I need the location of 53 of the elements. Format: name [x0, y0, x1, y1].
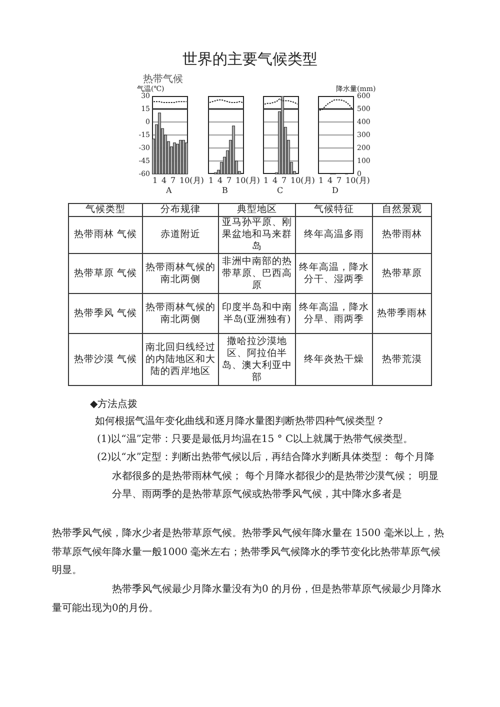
axis-tick-label: 7 — [336, 177, 342, 185]
axis-tick-label: 4 — [162, 177, 167, 185]
table-cell: 亚马孙平原、刚果盆地和马来群岛 — [218, 216, 296, 254]
table-cell: 热带雨林气候的南北两侧 — [142, 254, 218, 294]
paragraph: 热带季风气候最少月降水量没有为0 的月份，但是热带草原气候最少月降水量可能出现为0的月份。 — [52, 582, 443, 616]
table-cell: 撒哈拉沙漠地区、阿拉伯半岛、澳大利亚中部 — [218, 334, 296, 386]
table-cell: 终年炎热干燥 — [296, 334, 372, 386]
axis-tick-label: 1 — [264, 177, 269, 185]
axis-tick-label: 4 — [218, 177, 223, 185]
paragraph: 如何根据气温年变化曲线和逐月降水量图判断热带四种气候类型？ — [95, 414, 386, 429]
table-cell: 南北回归线经过的内陆地区和大陆的西岸地区 — [142, 334, 218, 386]
axis-tick-label: 10(月) — [290, 177, 315, 185]
table-cell: 热带荒漠 — [372, 334, 432, 386]
axis-tick-label: 7 — [282, 177, 287, 185]
title: 世界的主要气候类型 — [182, 50, 318, 69]
column-header: 典型地区 — [218, 204, 296, 216]
chart-label: A — [166, 186, 172, 195]
column-header: 气候类型 — [68, 204, 142, 216]
heading: 热带气候 — [143, 72, 183, 85]
section-heading: ◆方法点拨 — [90, 398, 139, 412]
table-cell: 赤道附近 — [142, 216, 218, 254]
axis-tick-label: 4 — [328, 177, 333, 185]
table-cell: 终年高温多雨 — [296, 216, 372, 254]
chart-label: C — [277, 186, 284, 195]
axis-tick-label: 10(月) — [180, 177, 204, 185]
table-cell: 热带草原 — [372, 254, 432, 294]
table-cell: 热带季风 气候 — [68, 294, 142, 334]
axis-tick-label: 4 — [272, 177, 278, 185]
table-cell: 热带雨林 气候 — [68, 216, 142, 254]
table-cell: 热带雨林 — [372, 216, 432, 254]
column-header: 分布规律 — [142, 204, 218, 216]
axis-tick-label: 7 — [226, 177, 232, 185]
table-cell: 热带季雨林 — [372, 294, 432, 334]
axis-tick-label: 10(月) — [236, 177, 260, 185]
table-cell: 印度半岛和中南半岛(亚洲独有) — [218, 294, 296, 334]
table-cell: 终年高温，降水分干、湿两季 — [296, 254, 372, 294]
axis-tick-label: 7 — [170, 177, 176, 185]
column-header: 气候特征 — [296, 204, 372, 216]
axis-tick-label: 1 — [152, 177, 158, 185]
table-cell: 热带雨林气候的南北两侧 — [142, 294, 218, 334]
column-header: 自然景观 — [372, 204, 432, 216]
chart-label: D — [332, 186, 338, 195]
axis-tick-label: 10(月) — [346, 177, 370, 185]
paragraph: (1)以“温”定带：只要是最低月均温在15 ° C以上就属于热带气候类型。 — [97, 432, 414, 447]
table-cell: 非洲中南部的热带草原、巴西高原 — [218, 254, 296, 294]
paragraph: (2)以“水”定型：判断出热带气候以后，再结合降水判断具体类型： 每个月降水都很多的是热带雨林气候； 每个月降水都很少的是热带沙漠气候； 明显分旱、雨两季的是热带草原气候或热带季风气候，其中降水多者是 — [97, 450, 440, 502]
axis-tick-label: 1 — [318, 177, 324, 185]
axis-tick-label: 1 — [208, 177, 214, 185]
table-cell: 热带沙漠 气候 — [68, 334, 142, 386]
chart-label: B — [222, 186, 228, 195]
paragraph: 热带季风气候，降水少者是热带草原气候。热带季风气候年降水量在 1500 毫米以上，热带草原气候年降水量一般1000 毫米左右；热带季风气候降水的季节变化比热带草原气候明显。 — [52, 526, 445, 578]
table-cell: 终年高温，降水分旱、雨两季 — [296, 294, 372, 334]
table-cell: 热带草原 气候 — [68, 254, 142, 294]
